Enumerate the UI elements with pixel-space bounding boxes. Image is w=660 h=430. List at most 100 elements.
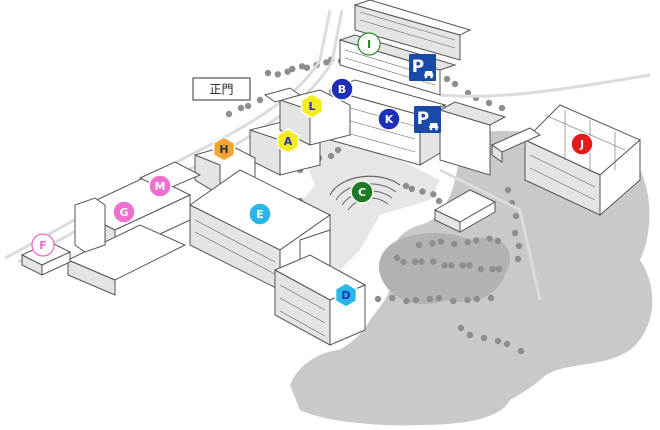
tree [504, 186, 512, 194]
main-gate-box [192, 77, 251, 101]
tree [480, 334, 488, 342]
tree [415, 241, 423, 249]
car-icon [424, 71, 434, 79]
marker-d[interactable]: D [334, 282, 358, 308]
tree [412, 296, 419, 304]
parking-east-sign[interactable]: P [414, 106, 441, 133]
tree [430, 258, 437, 265]
tree [418, 258, 425, 265]
marker-f-letter: F [39, 239, 47, 252]
tree [517, 347, 525, 355]
tree [464, 238, 471, 246]
tree [514, 255, 522, 263]
marker-e[interactable]: E [248, 202, 272, 226]
tree [402, 182, 410, 190]
tree [327, 152, 335, 160]
tree [450, 297, 457, 305]
road-east [439, 73, 651, 98]
tree [426, 295, 434, 303]
building-g [66, 161, 202, 296]
marker-b[interactable]: B [330, 77, 354, 101]
tree [451, 240, 458, 248]
marker-c-badge[interactable] [350, 180, 374, 204]
tree [374, 295, 382, 303]
marker-k-badge[interactable] [377, 107, 401, 131]
marker-k-letter: K [385, 113, 394, 126]
tree [477, 266, 485, 273]
tree [511, 229, 519, 237]
marker-e-letter: E [256, 208, 264, 221]
tree [451, 80, 459, 88]
tree [298, 63, 306, 70]
tree [264, 69, 272, 77]
tree [400, 258, 407, 266]
marker-a-letter: A [284, 135, 293, 148]
tree [435, 197, 443, 205]
tree [472, 237, 480, 244]
tree [256, 96, 264, 104]
tree [408, 185, 415, 192]
marker-d-badge[interactable] [334, 282, 358, 308]
road-west [4, 9, 332, 260]
tree [419, 188, 426, 195]
tree [448, 262, 455, 269]
tree [303, 64, 311, 71]
tree [495, 265, 503, 273]
tree [494, 337, 502, 345]
tree [485, 99, 493, 107]
tree [429, 240, 436, 247]
marker-j-badge[interactable] [570, 132, 594, 156]
marker-c[interactable]: C [350, 180, 374, 204]
tree [466, 331, 474, 339]
pavilion [433, 189, 497, 233]
marker-m-badge[interactable] [148, 174, 172, 198]
tree [459, 262, 466, 269]
tree [464, 296, 471, 304]
marker-b-badge[interactable] [330, 77, 354, 101]
marker-d-letter: D [341, 289, 350, 302]
tree [494, 237, 502, 245]
marker-j[interactable]: J [570, 132, 594, 156]
marker-a[interactable]: A [276, 128, 300, 154]
tree [289, 65, 296, 73]
marker-e-badge[interactable] [248, 202, 272, 226]
marker-j-letter: J [579, 138, 584, 151]
marker-g[interactable]: G [112, 200, 136, 224]
main-gate-sign: 正門 [192, 77, 251, 101]
tree [464, 89, 472, 97]
parking-signs: PP [409, 54, 441, 133]
marker-h-badge[interactable] [212, 136, 236, 162]
main-gate-label: 正門 [209, 83, 233, 97]
marker-l-badge[interactable] [300, 93, 324, 119]
tree [389, 294, 396, 302]
marker-b-letter: B [338, 83, 346, 96]
parking-north-sign[interactable]: P [409, 54, 436, 81]
marker-i-badge[interactable] [357, 32, 381, 56]
tree [443, 75, 451, 83]
tree [473, 295, 480, 303]
parking-north-letter: P [412, 57, 424, 77]
building-k [328, 79, 507, 176]
tree [512, 212, 520, 220]
tree [403, 297, 410, 305]
marker-f[interactable]: F [31, 233, 55, 257]
marker-i-letter: I [367, 38, 371, 51]
tree [430, 191, 437, 198]
car-icon [429, 123, 439, 131]
marker-k[interactable]: K [377, 107, 401, 131]
marker-i[interactable]: I [357, 32, 381, 56]
tree [323, 59, 330, 66]
trees [225, 56, 525, 355]
tree [225, 110, 233, 118]
marker-g-badge[interactable] [112, 200, 136, 224]
tree [284, 68, 291, 75]
marker-f-badge[interactable] [31, 233, 55, 257]
marker-a-badge[interactable] [276, 128, 300, 154]
marker-m[interactable]: M [148, 174, 172, 198]
tree [437, 238, 445, 245]
marker-l[interactable]: L [300, 93, 324, 119]
marker-h[interactable]: H [212, 136, 236, 162]
tree [486, 235, 493, 242]
